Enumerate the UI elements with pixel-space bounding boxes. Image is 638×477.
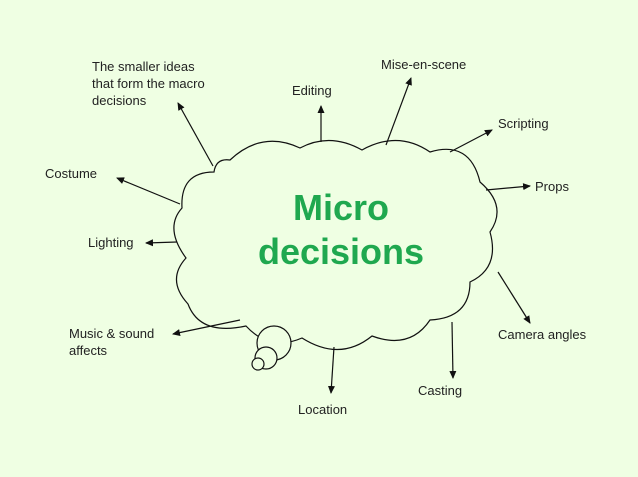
label-props: Props — [535, 179, 569, 194]
label-editing: Editing — [292, 83, 332, 98]
arrow-mise-en-scene — [385, 77, 412, 146]
label-scripting: Scripting — [498, 116, 549, 131]
label-location: Location — [298, 402, 348, 417]
arrow-smaller-ideas — [177, 102, 214, 167]
label-costume: Costume — [45, 166, 98, 181]
label-music-sound: Music & sound affects — [69, 326, 155, 358]
label-camera-angles: Camera angles — [498, 327, 587, 342]
thought-cloud — [173, 139, 498, 351]
label-mise-en-scene: Mise-en-scene — [381, 57, 467, 72]
arrow-music-sound — [172, 319, 241, 336]
label-lighting: Lighting — [88, 235, 134, 250]
arrow-location — [327, 346, 335, 394]
thought-bubble-small — [251, 357, 265, 371]
central-title: Micro decisions — [257, 187, 425, 272]
arrow-costume — [116, 177, 181, 205]
arrow-camera-angles — [497, 271, 531, 324]
arrow-scripting — [449, 129, 493, 153]
label-smaller-ideas: The smaller ideas that form the macro de… — [92, 59, 205, 108]
arrow-lighting — [145, 239, 178, 247]
arrow-casting — [449, 321, 457, 379]
arrow-props — [485, 183, 531, 191]
label-casting: Casting — [418, 383, 463, 398]
